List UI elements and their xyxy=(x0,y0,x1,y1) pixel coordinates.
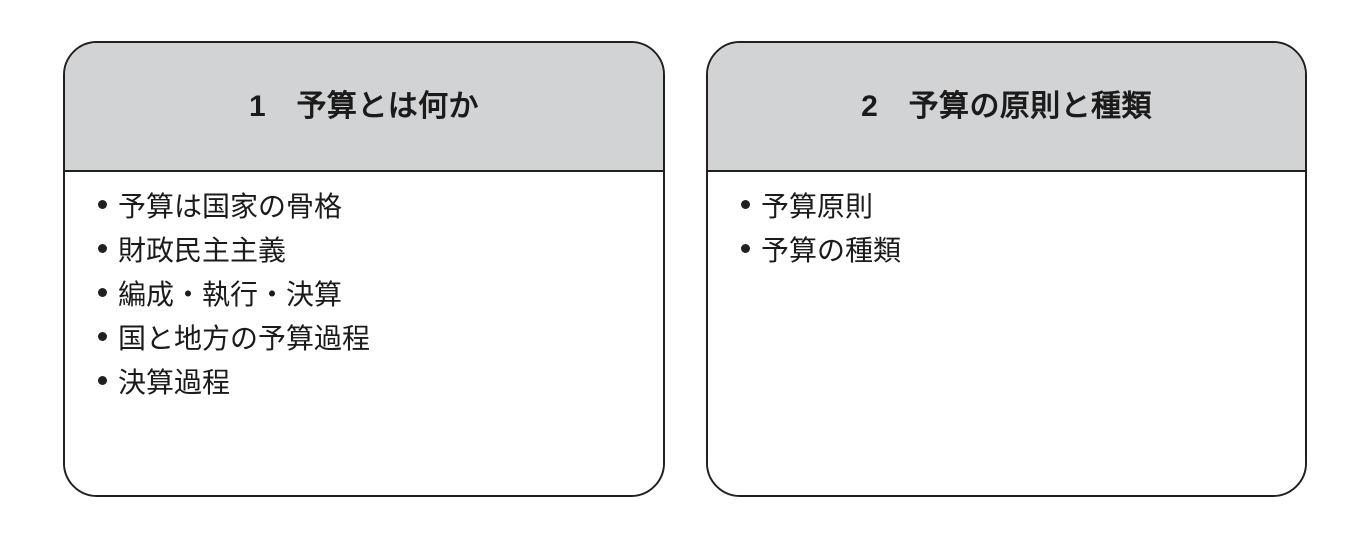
list-item-label: 決算過程 xyxy=(118,367,231,398)
card-2-bullet-list: 予算原則 予算の種類 xyxy=(708,185,1305,273)
list-item[interactable]: 編成・執行・決算 xyxy=(65,273,663,317)
list-item-label: 国と地方の予算過程 xyxy=(118,323,371,354)
card-2-header: 2 予算の原則と種類 xyxy=(708,43,1305,172)
list-item-label: 予算の種類 xyxy=(761,235,902,266)
topic-card-1[interactable]: 1 予算とは何か 予算は国家の骨格 財政民主主義 編成・執行・決算 国と xyxy=(63,41,665,497)
list-item[interactable]: 予算原則 xyxy=(708,185,1305,229)
bullet-dot-icon xyxy=(98,332,107,341)
list-item-label: 予算は国家の骨格 xyxy=(118,191,343,222)
bullet-dot-icon xyxy=(98,288,107,297)
bullet-dot-icon xyxy=(98,376,107,385)
card-1-header: 1 予算とは何か xyxy=(65,43,663,172)
list-item-label: 財政民主主義 xyxy=(118,235,287,266)
list-item[interactable]: 財政民主主義 xyxy=(65,229,663,273)
bullet-dot-icon xyxy=(98,244,107,253)
topic-card-2[interactable]: 2 予算の原則と種類 予算原則 予算の種類 xyxy=(706,41,1307,497)
bullet-dot-icon xyxy=(741,200,750,209)
card-2-body: 予算原則 予算の種類 xyxy=(708,172,1305,495)
bullet-dot-icon xyxy=(741,244,750,253)
bullet-dot-icon xyxy=(98,200,107,209)
list-item-label: 予算原則 xyxy=(761,191,874,222)
card-1-bullet-list: 予算は国家の骨格 財政民主主義 編成・執行・決算 国と地方の予算過程 決算過程 xyxy=(65,185,663,405)
card-1-title: 1 予算とは何か xyxy=(249,89,479,123)
list-item[interactable]: 決算過程 xyxy=(65,361,663,405)
list-item[interactable]: 国と地方の予算過程 xyxy=(65,317,663,361)
list-item[interactable]: 予算の種類 xyxy=(708,229,1305,273)
card-2-title: 2 予算の原則と種類 xyxy=(861,89,1152,123)
list-item[interactable]: 予算は国家の骨格 xyxy=(65,185,663,229)
list-item-label: 編成・執行・決算 xyxy=(118,279,343,310)
card-1-body: 予算は国家の骨格 財政民主主義 編成・執行・決算 国と地方の予算過程 決算過程 xyxy=(65,172,663,495)
